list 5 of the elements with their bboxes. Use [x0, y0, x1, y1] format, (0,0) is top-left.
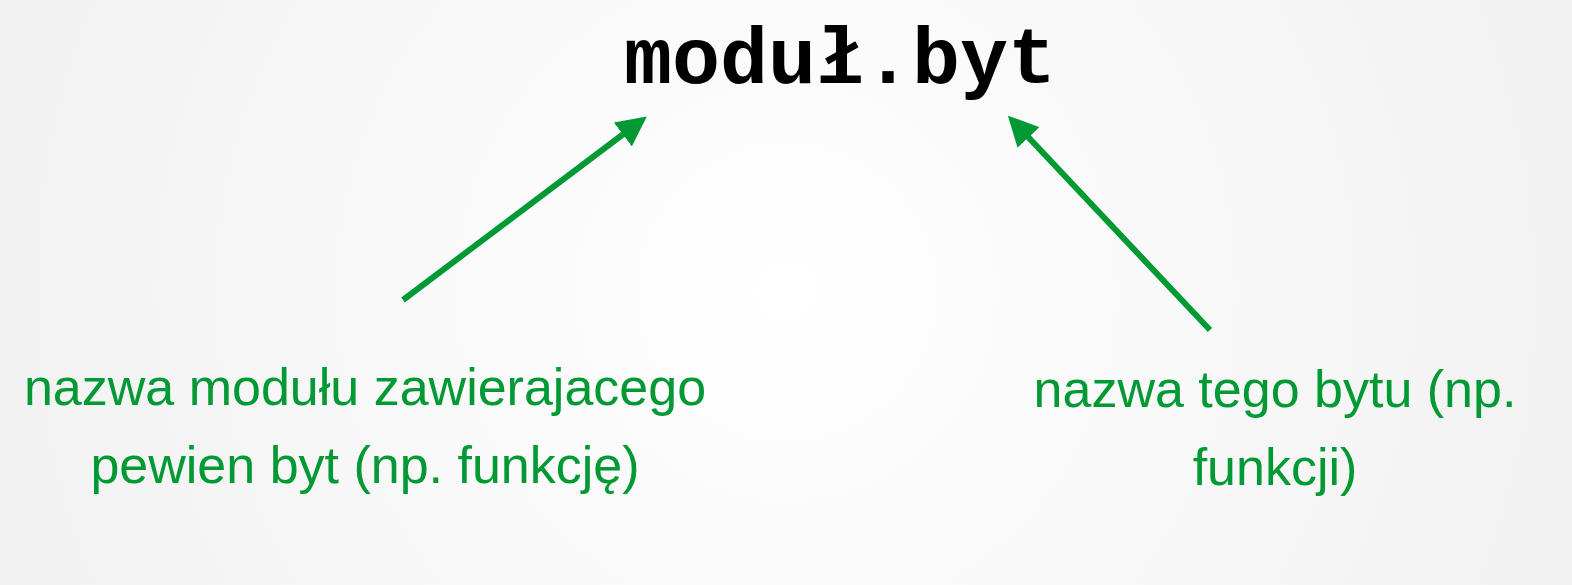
code-text: moduł.byt — [623, 15, 1057, 109]
annotation-text: nazwa modułu zawierajacego pewien byt (np. funkcję) — [22, 357, 708, 496]
arrow — [401, 116, 647, 303]
arrow — [1007, 115, 1213, 333]
annotation-text: nazwa tego bytu (np. funkcji) — [1032, 359, 1518, 498]
